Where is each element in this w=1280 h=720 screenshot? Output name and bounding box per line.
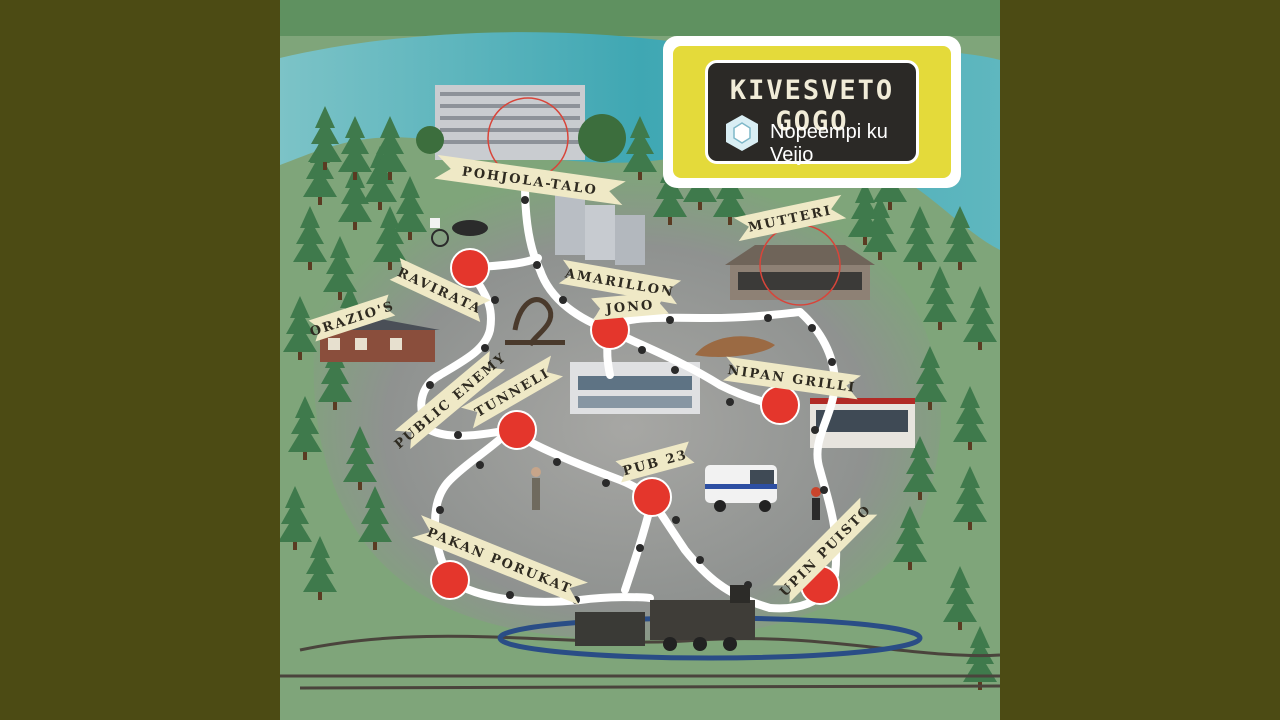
route-stops [430, 248, 840, 605]
pedestrians [531, 467, 821, 520]
rail-track [280, 634, 1000, 690]
wood-pile [695, 336, 775, 357]
pohjola-building [416, 85, 626, 179]
central-building [570, 362, 700, 414]
mutteri-building [725, 224, 875, 306]
album-logo: KIVESVETO GOGO Nopeempi ku Veijo [663, 36, 961, 188]
album-title: Nopeempi ku Veijo [770, 121, 888, 166]
logo-frame: KIVESVETO GOGO Nopeempi ku Veijo [673, 46, 951, 178]
police-van [705, 465, 777, 512]
label-jono: JONO [604, 298, 655, 317]
horse-sulky [430, 218, 488, 247]
forest-strip [280, 0, 1000, 36]
logo-plate: KIVESVETO GOGO Nopeempi ku Veijo [705, 60, 919, 166]
left-letterbox [0, 0, 280, 720]
band-name: KIVESVETO GOGO [729, 75, 895, 137]
locomotive [575, 585, 755, 651]
tower-blocks [555, 195, 645, 265]
hexagon-nut-icon [726, 115, 758, 151]
sculpture [505, 297, 565, 347]
right-letterbox [1000, 0, 1280, 720]
orazios-building [315, 318, 440, 362]
